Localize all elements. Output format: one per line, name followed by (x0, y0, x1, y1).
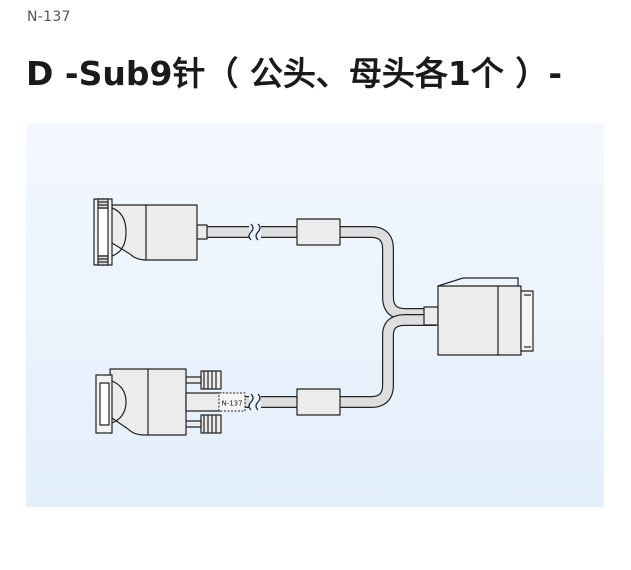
product-title: D -Sub9针（ 公头、母头各1个 ）- (26, 54, 563, 93)
cable-break-upper (248, 223, 261, 241)
product-image: N-137 (26, 123, 604, 507)
cable-label-text: N-137 (221, 400, 242, 408)
lower-cable (221, 314, 436, 408)
cable-label-tag: N-137 (218, 392, 246, 412)
dsub-connector-top (93, 198, 208, 266)
cable-diagram: N-137 (93, 198, 534, 436)
ferrite-core-lower (296, 388, 341, 416)
upper-cable (206, 226, 436, 320)
ferrite-core-upper (296, 218, 341, 246)
dsub-connector-right (423, 277, 534, 356)
product-code: N-137 (27, 9, 71, 25)
dsub-connector-bottom (95, 368, 222, 436)
cable-break-lower (248, 393, 261, 411)
